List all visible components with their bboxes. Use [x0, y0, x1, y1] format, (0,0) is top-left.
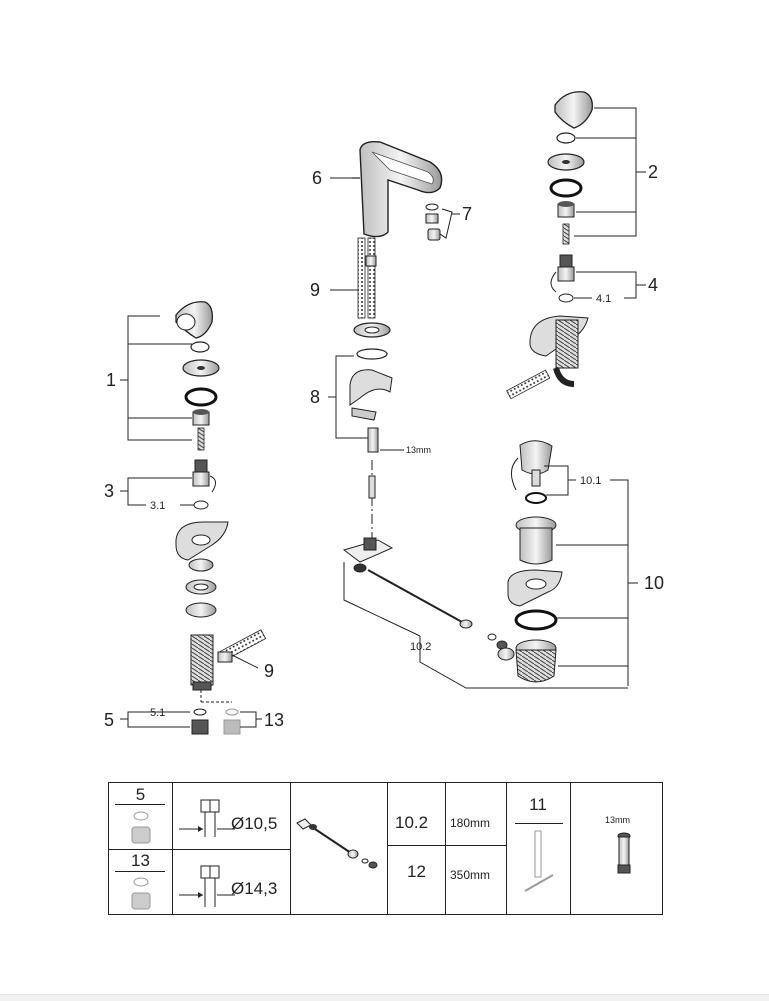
table-item-10-2: 10.2	[395, 813, 429, 832]
callout-3-1: 3.1	[150, 500, 165, 512]
waste-assembly	[342, 440, 563, 683]
bottom-bar	[0, 994, 769, 1001]
callout-5: 5	[104, 710, 114, 730]
callout-3: 3	[104, 481, 114, 501]
table-item-11: 11	[529, 795, 547, 814]
callout-9-top: 9	[310, 280, 320, 300]
callout-9-left: 9	[264, 661, 274, 681]
table-item-12: 12	[407, 862, 426, 881]
table-item-13: 13	[131, 851, 150, 870]
callout-10: 10	[644, 573, 664, 593]
length-350: 350mm	[450, 868, 491, 882]
spout-assembly	[349, 140, 443, 540]
nut-13-icon	[131, 877, 151, 910]
table-item-5: 5	[135, 785, 146, 804]
diameter-14-3: Ø14,3	[231, 879, 278, 898]
pop-up-rod-icon	[296, 818, 378, 869]
pipe-14-3-icon	[179, 865, 235, 907]
wrench-tool-icon	[524, 830, 554, 892]
socket-13mm-icon	[617, 832, 631, 874]
callout-6: 6	[312, 168, 322, 188]
pipe-10-5-icon	[179, 799, 235, 837]
left-valve-assembly	[175, 301, 267, 735]
right-valve-assembly	[506, 91, 593, 400]
diameter-10-5: Ø10,5	[231, 814, 278, 833]
parts-table: 5 13 Ø10,5 Ø14,3 10.2	[108, 782, 663, 915]
tool-13mm-label: 13mm	[605, 815, 631, 825]
callout-2: 2	[648, 162, 658, 182]
length-180: 180mm	[450, 816, 491, 830]
callout-10-1: 10.1	[580, 475, 601, 487]
callout-8: 8	[310, 387, 320, 407]
spout-body	[359, 140, 443, 238]
callout-5-1: 5.1	[150, 707, 165, 719]
callout-13mm: 13mm	[406, 445, 431, 455]
callout-4-1: 4.1	[596, 293, 611, 305]
callout-13: 13	[264, 710, 284, 730]
callout-4: 4	[648, 275, 658, 295]
callout-7: 7	[462, 204, 472, 224]
callout-10-2: 10.2	[410, 641, 431, 653]
nut-5-icon	[131, 811, 151, 844]
callout-1: 1	[106, 370, 116, 390]
